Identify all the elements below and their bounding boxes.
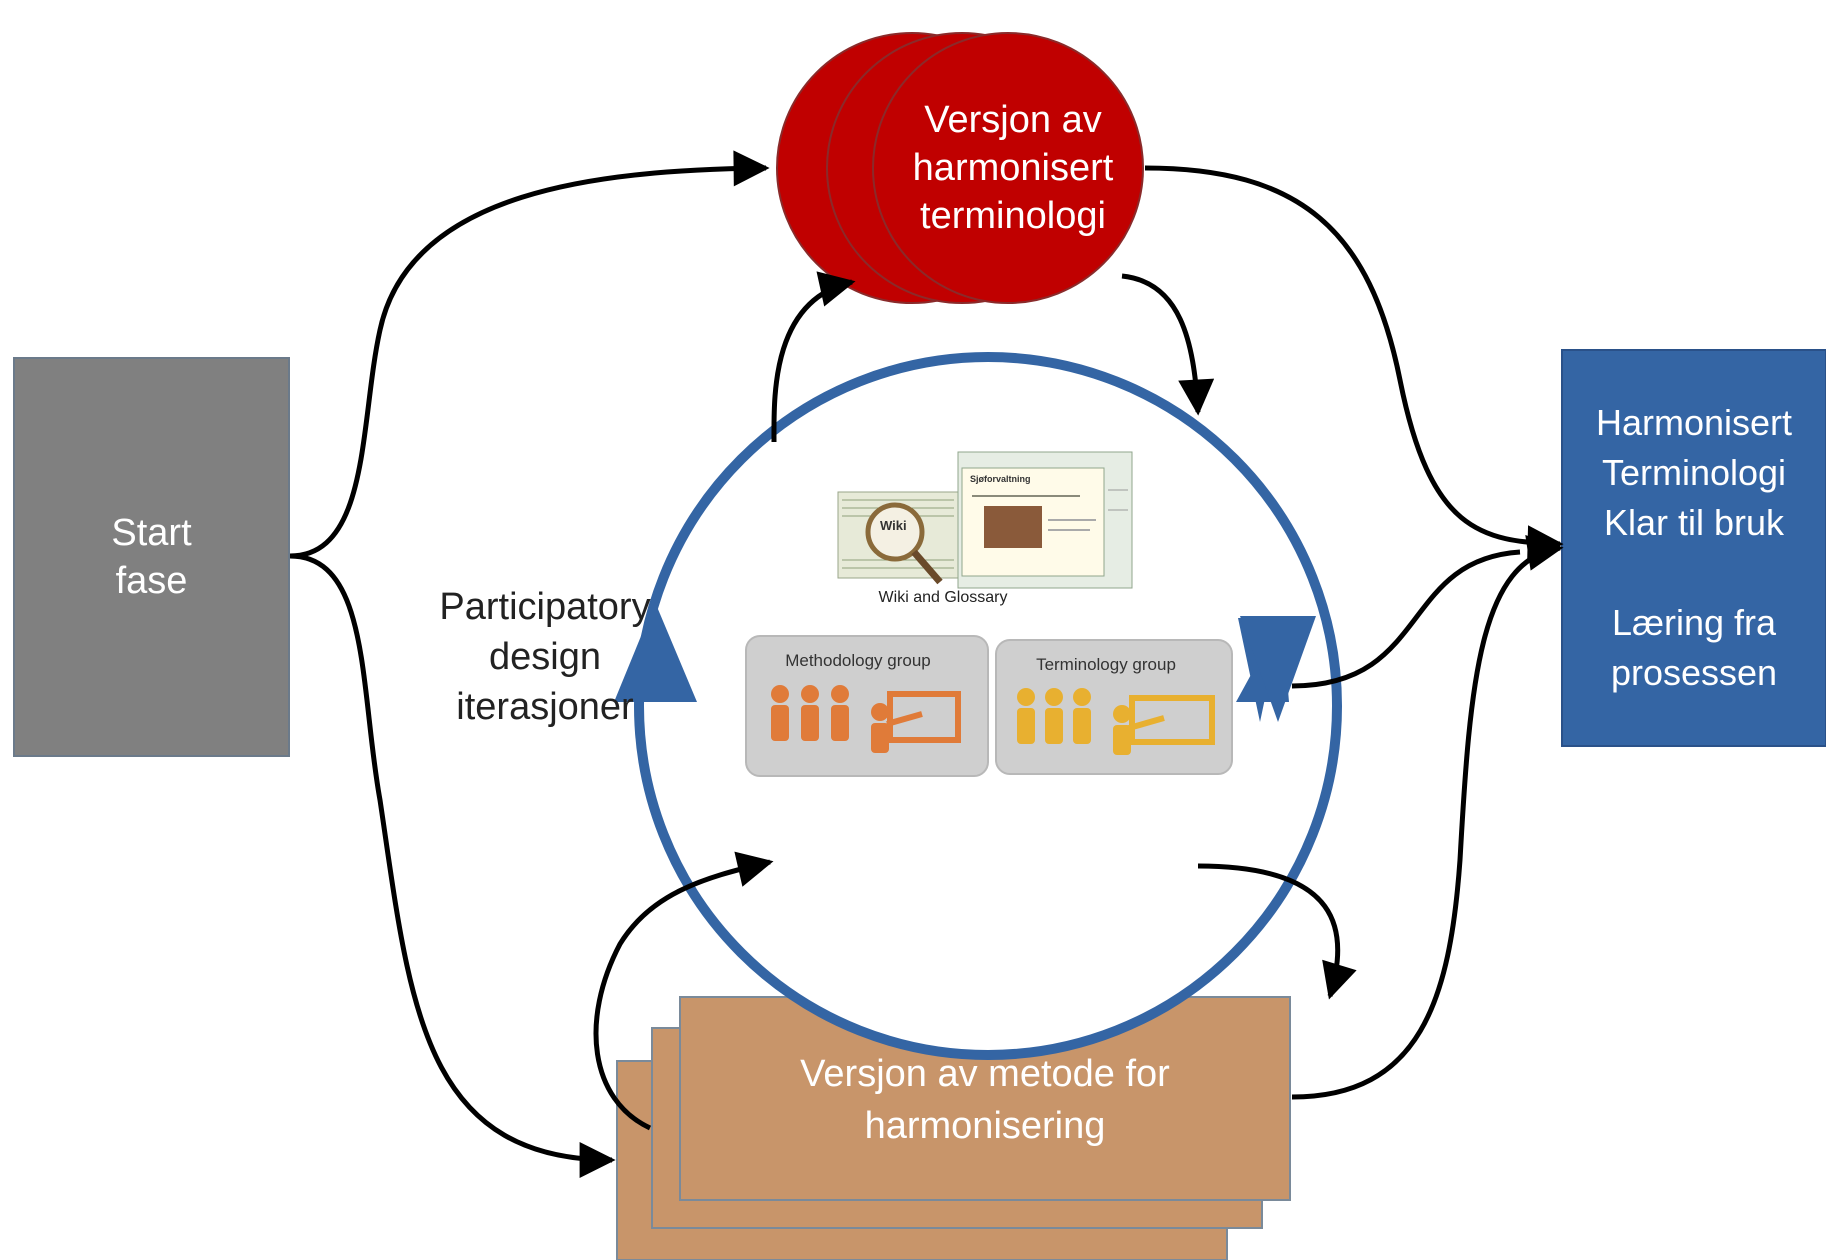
terminology-line-1: Versjon av — [924, 99, 1102, 141]
terminology-line-2: harmonisert — [912, 147, 1114, 189]
result-line-1: Harmonisert — [1595, 402, 1793, 443]
terminology-group-panel — [995, 639, 1233, 775]
arrow-cycle-to-result — [1291, 549, 1521, 689]
arrow-terminology-to-result — [1144, 165, 1564, 562]
terminology-version-stack — [776, 32, 1144, 304]
result-line-4 — [1596, 548, 1792, 598]
start-phase-box — [13, 357, 290, 757]
arrow-terminology-to-cycle — [1121, 273, 1215, 416]
start-line-2: fase — [115, 560, 188, 602]
arrow-start-to-method — [289, 553, 616, 1178]
method-line-2: harmonisering — [864, 1105, 1106, 1147]
wiki-icon-text: Wiki — [880, 518, 907, 533]
method-version-label: Versjon av metode for harmonisering — [680, 1040, 1290, 1160]
cycle-label: Participatory design iterasjoner — [410, 582, 680, 732]
terminology-version-label: Versjon av harmonisert terminologi — [880, 88, 1146, 248]
wiki-glossary-image: Wiki Sjøforvaltning — [837, 451, 1133, 589]
cycle-up-arrowhead — [614, 602, 697, 702]
result-box — [1561, 349, 1826, 747]
result-line-6: prosessen — [1610, 652, 1778, 693]
arrow-method-to-cycle — [593, 851, 774, 1131]
arrow-cycle-to-method — [1197, 863, 1357, 1000]
start-line-1: Start — [111, 512, 192, 554]
methodology-group-panel — [745, 635, 989, 777]
terminology-line-3: terminologi — [920, 195, 1106, 237]
result-line-2: Terminologi — [1601, 452, 1787, 493]
cycle-line-3: iterasjoner — [456, 686, 634, 728]
terminology-group-label: Terminology group — [1036, 655, 1176, 674]
arrow-start-to-terminology — [289, 150, 770, 559]
start-phase-label: Start fase — [14, 358, 289, 756]
methodology-group-label: Methodology group — [785, 651, 931, 670]
arrow-cycle-to-terminology — [771, 271, 856, 443]
glossary-heading: Sjøforvaltning — [970, 474, 1031, 484]
cycle-line-1: Participatory — [439, 586, 651, 628]
wiki-glossary-caption: Wiki and Glossary — [879, 589, 1008, 606]
result-line-5: Læring fra — [1611, 602, 1777, 643]
arrow-method-to-result — [1291, 535, 1564, 1100]
result-label: Harmonisert Terminologi Klar til bruk Læ… — [1562, 350, 1826, 746]
result-line-3: Klar til bruk — [1603, 502, 1785, 543]
method-version-stack — [616, 996, 1291, 1260]
method-line-1: Versjon av metode for — [800, 1053, 1170, 1095]
cycle-line-2: design — [489, 636, 601, 678]
